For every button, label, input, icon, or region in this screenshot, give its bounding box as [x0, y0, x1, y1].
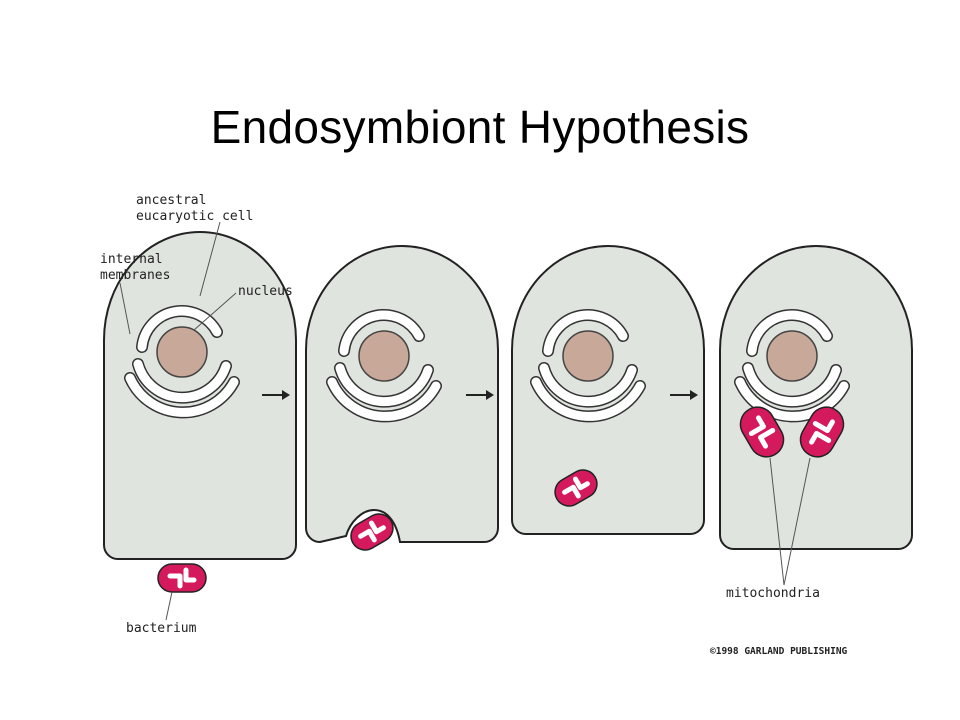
label-internal-2: membranes	[100, 268, 170, 283]
arrow-3-icon	[670, 390, 698, 400]
label-bacterium: bacterium	[126, 621, 197, 636]
copyright-text: ©1998 GARLAND PUBLISHING	[710, 646, 848, 657]
leader-bacterium	[165, 591, 173, 621]
label-ancestral-1: ancestral	[136, 193, 206, 208]
label-ancestral-2: eucaryotic cell	[136, 209, 253, 224]
label-nucleus: nucleus	[238, 284, 293, 299]
leader-mito-right	[783, 457, 811, 586]
cell-3-body	[511, 245, 705, 535]
cell-stage-1	[103, 231, 297, 560]
cell-stage-4	[719, 245, 913, 550]
slide-title: Endosymbiont Hypothesis	[210, 101, 750, 153]
mitochondrion-right-icon	[799, 406, 845, 458]
cell-stage-2	[305, 245, 499, 555]
arrow-1-icon	[262, 390, 290, 400]
leader-mito-left	[769, 457, 785, 586]
leader-nucleus	[193, 292, 237, 331]
label-internal-1: internal	[100, 252, 163, 267]
cell-stage-3	[511, 245, 705, 535]
label-mitochondria: mitochondria	[726, 586, 820, 601]
mitochondrion-left-icon	[739, 406, 785, 458]
bacterium-free-icon	[157, 563, 207, 593]
leader-ancestral	[199, 221, 221, 297]
leader-internal	[119, 282, 131, 335]
arrow-2-icon	[466, 390, 494, 400]
